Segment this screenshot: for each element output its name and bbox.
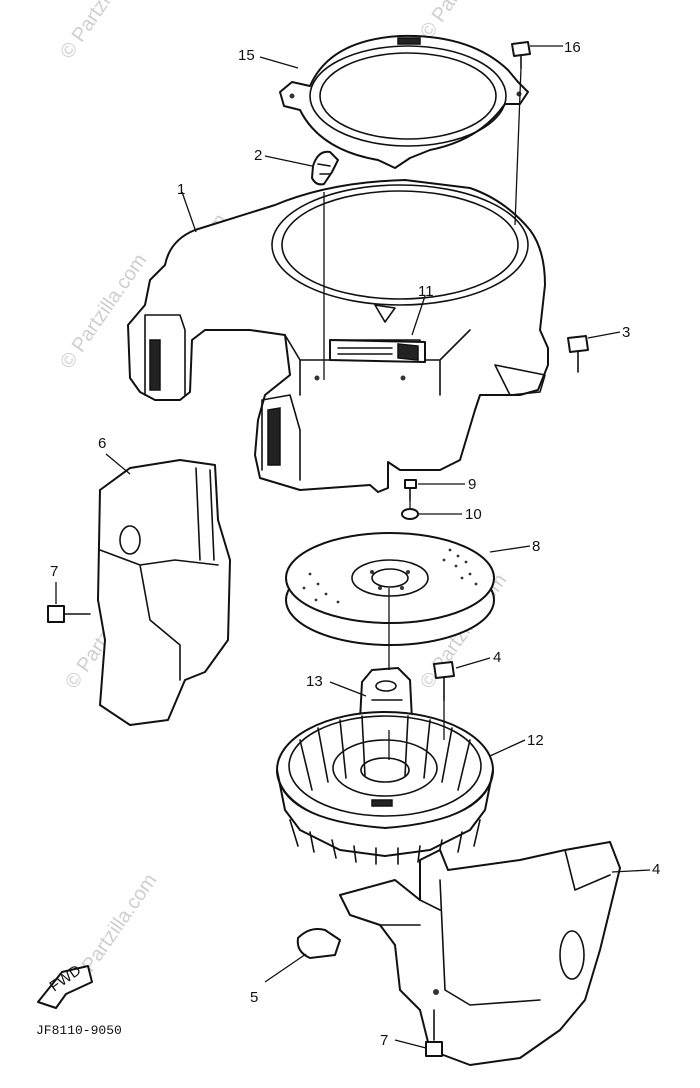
part-12-flywheel-fan: [276, 711, 494, 865]
callout-7-left: 7: [50, 563, 58, 580]
callout-13: 13: [306, 673, 323, 690]
screen-perforations: [302, 548, 478, 604]
callout-4-lower: 4: [652, 861, 660, 878]
part-7-bolt-bottom: [425, 1009, 443, 1057]
callout-12: 12: [527, 732, 544, 749]
part-16-bolt: [511, 41, 531, 69]
part-11-label: [329, 339, 426, 363]
callout-3: 3: [622, 324, 630, 341]
drawing-code: JF8110-9050: [36, 1023, 122, 1038]
part-15-ring-gasket: [279, 34, 529, 169]
part-9-screw: [404, 479, 417, 501]
watermark-1: © Partzilla.com: [56, 0, 151, 63]
part-10-nut: [401, 508, 419, 520]
callout-15: 15: [238, 47, 255, 64]
callouts: 15 16 2 1 11 3 6 9 10 8 7 4 13 12 4 5 7: [50, 39, 660, 1049]
callout-2: 2: [254, 147, 262, 164]
callout-4-upper: 4: [493, 649, 501, 666]
callout-10: 10: [465, 506, 482, 523]
part-2-clip: [311, 150, 339, 186]
fan-fins: [289, 715, 481, 865]
callout-1: 1: [177, 181, 185, 198]
part-1-fan-housing: [127, 179, 549, 493]
part-4-lower-shroud: [339, 841, 621, 1066]
part-4-bolt-upper: [433, 661, 455, 701]
leader-lines: [55, 45, 651, 1049]
callout-5: 5: [250, 989, 258, 1006]
callout-6: 6: [98, 435, 106, 452]
part-8-flywheel-screen: [285, 532, 495, 646]
callout-16: 16: [564, 39, 581, 56]
part-3-bolt: [567, 335, 589, 373]
callout-11: 11: [418, 283, 434, 300]
alignment-lines: [323, 67, 522, 760]
callout-7-bottom: 7: [380, 1032, 388, 1049]
callout-9: 9: [468, 476, 476, 493]
part-7-bolt-left: [47, 605, 91, 623]
fwd-arrow: FWD: [37, 962, 93, 1009]
part-5-cap: [296, 928, 341, 959]
callout-8: 8: [532, 538, 540, 555]
part-6-side-cover: [97, 459, 231, 726]
